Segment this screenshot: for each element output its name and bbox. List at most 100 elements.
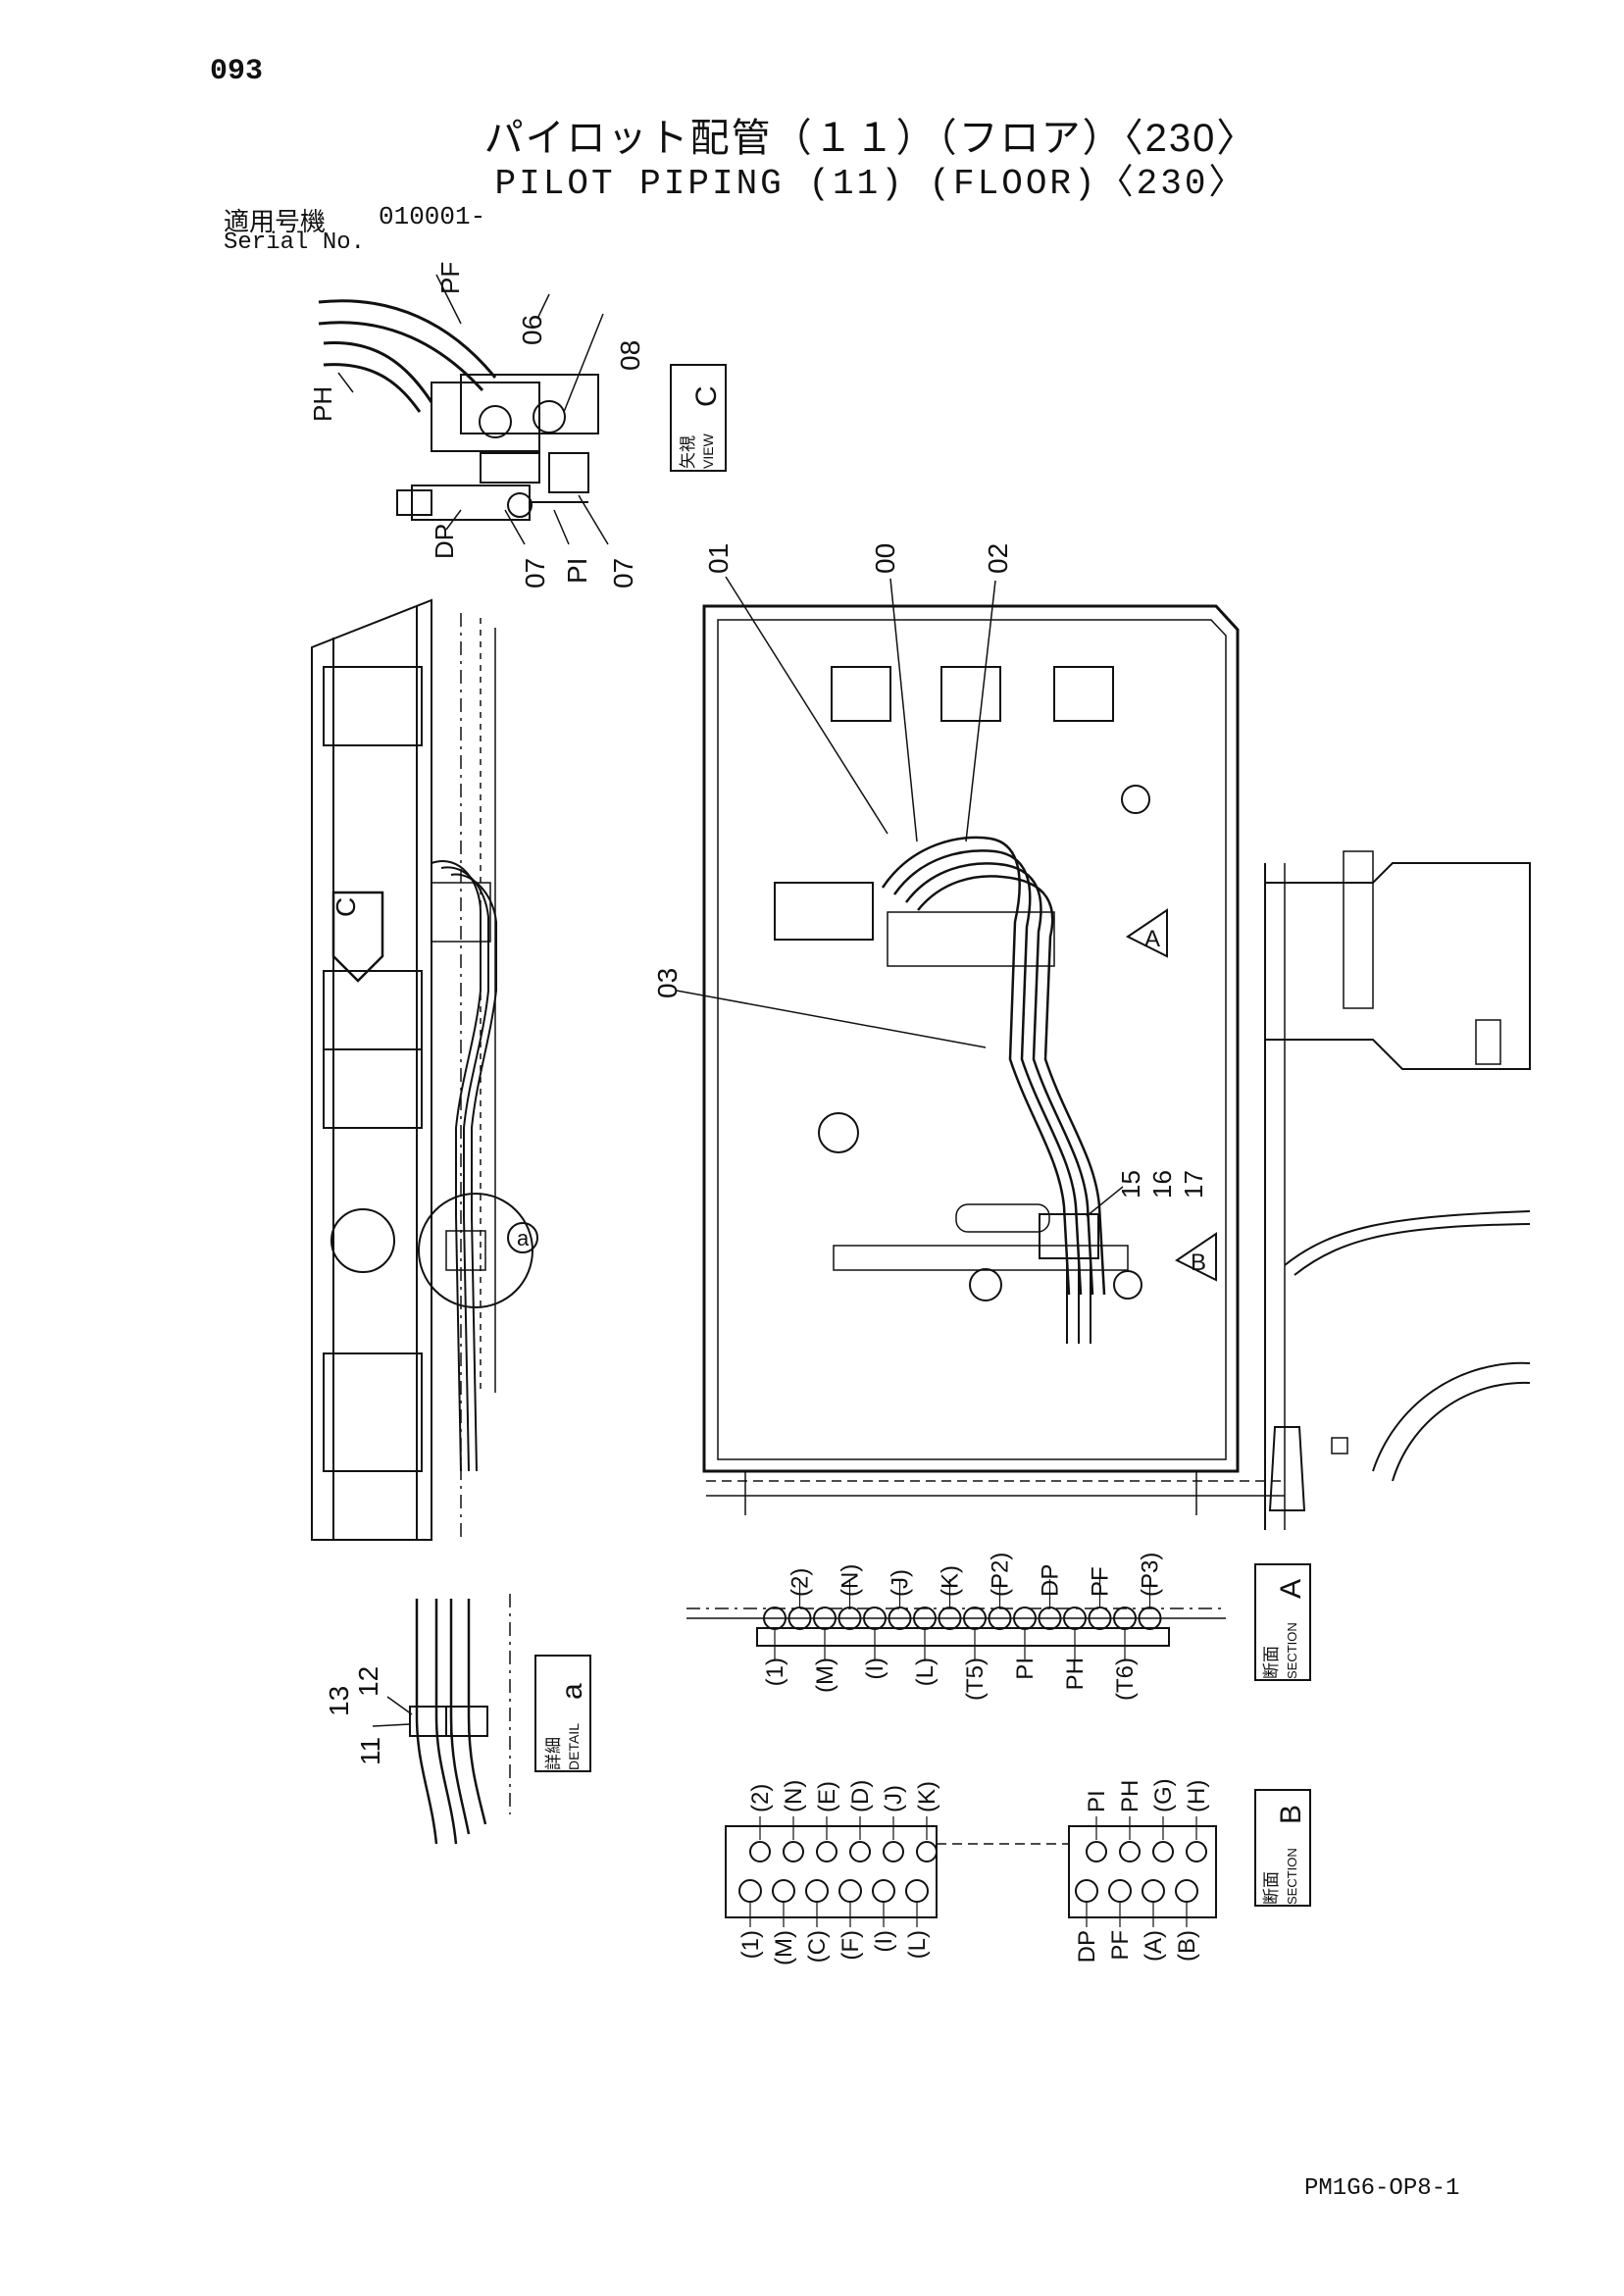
section-a-port xyxy=(913,1607,937,1630)
callout-11: 11 xyxy=(355,1737,385,1765)
arrow-marker-a: A xyxy=(1144,926,1160,952)
section-b-letter: B xyxy=(1275,1805,1307,1824)
section-a-port xyxy=(813,1607,837,1630)
detail-a-letter: a xyxy=(556,1683,588,1700)
section-b-top-label: (G) xyxy=(1150,1778,1177,1812)
section-b-port xyxy=(1119,1841,1141,1862)
detail-a-jp: 詳細 xyxy=(544,1737,563,1770)
section-b-port xyxy=(783,1841,804,1862)
section-b-bottom-label: (L) xyxy=(904,1930,931,1959)
section-a-jp: 断面 xyxy=(1262,1646,1281,1679)
callout-07-left: 07 xyxy=(520,558,550,588)
section-a-port xyxy=(1138,1607,1162,1630)
section-b-port xyxy=(849,1841,871,1862)
floor-plate: 01 00 02 03 15 16 17 A B xyxy=(652,543,1285,1515)
section-b-bottom-label: (C) xyxy=(804,1930,831,1963)
section-b-top-label: (2) xyxy=(747,1784,774,1812)
serial-value: 010001- xyxy=(379,202,486,231)
callout-08: 08 xyxy=(615,340,645,371)
section-b-port-circles xyxy=(738,1841,1207,1903)
section-a-bottom-label: PH xyxy=(1062,1658,1089,1690)
section-b-top-label: (E) xyxy=(814,1781,840,1812)
section-b-port xyxy=(883,1841,904,1862)
section-b-port xyxy=(838,1879,862,1903)
section-b-port xyxy=(905,1879,929,1903)
section-b-port xyxy=(772,1879,795,1903)
section-b-top-label: (D) xyxy=(847,1780,874,1812)
section-a-port xyxy=(988,1607,1012,1630)
section-b-port xyxy=(916,1841,938,1862)
detail-a-en: DETAIL xyxy=(566,1723,582,1770)
view-c-jp: 矢視 xyxy=(679,435,697,469)
view-c-en: VIEW xyxy=(700,433,716,469)
page-number: 093 xyxy=(210,55,264,88)
serial-label-en: Serial No. xyxy=(224,230,366,256)
section-a-bottom-label: PI xyxy=(1012,1658,1039,1680)
section-b-top-label: (N) xyxy=(781,1780,807,1812)
section-b-bottom-label: DP xyxy=(1074,1930,1100,1963)
section-b-port xyxy=(1142,1879,1165,1903)
section-b-port xyxy=(1186,1841,1207,1862)
side-marker-c: C xyxy=(330,897,361,917)
section-a-bottom-label: (I) xyxy=(862,1658,888,1680)
section-b-port xyxy=(805,1879,829,1903)
section-b-top-label: PH xyxy=(1117,1780,1143,1812)
section-b-bottom-label: (1) xyxy=(737,1930,764,1959)
ph-line-label: PH xyxy=(308,386,337,422)
section-b-port xyxy=(738,1879,762,1903)
section-b-port xyxy=(1175,1879,1198,1903)
section-a-port xyxy=(1113,1607,1137,1630)
callout-02: 02 xyxy=(983,543,1013,574)
section-b-port xyxy=(1075,1879,1098,1903)
section-a-letter: A xyxy=(1275,1579,1307,1599)
section-b-port xyxy=(1086,1841,1107,1862)
right-structure xyxy=(1264,850,1531,1530)
section-b-bottom-label: (I) xyxy=(871,1930,897,1953)
section-a-port xyxy=(1013,1607,1037,1630)
callout-15: 15 xyxy=(1116,1170,1145,1199)
section-a-bottom-label: (T5) xyxy=(962,1658,989,1701)
section-b-port xyxy=(1152,1841,1174,1862)
section-b-port xyxy=(816,1841,837,1862)
view-c-letter: C xyxy=(690,385,723,407)
section-b-bottom-label: (M) xyxy=(771,1930,797,1965)
callout-13: 13 xyxy=(324,1686,354,1716)
arrow-marker-b: B xyxy=(1191,1250,1206,1276)
callout-17: 17 xyxy=(1179,1170,1208,1199)
document-id: PM1G6-OP8-1 xyxy=(1304,2175,1460,2202)
dp-line-label: DP xyxy=(430,524,459,559)
section-a-port xyxy=(938,1607,962,1630)
page-title-en: PILOT PIPING (11) (FLOOR)〈230〉 xyxy=(494,164,1247,204)
section-a-bottom-label: (T6) xyxy=(1112,1658,1139,1701)
section-b-top-label: (J) xyxy=(881,1785,907,1812)
detail-a: 13 12 11 詳細 DETAIL a xyxy=(324,1594,591,1845)
callout-03: 03 xyxy=(652,968,683,998)
section-b-bottom-label: PF xyxy=(1107,1930,1134,1961)
section-b-port xyxy=(1108,1879,1132,1903)
section-a-en: SECTION xyxy=(1285,1622,1299,1679)
side-view: C a xyxy=(311,598,538,1541)
section-a-bottom-label: (1) xyxy=(762,1658,788,1686)
callout-00: 00 xyxy=(870,543,900,574)
section-b-bottom-label: (B) xyxy=(1174,1930,1200,1962)
section-a-port xyxy=(763,1607,787,1630)
pf-line-label: PF xyxy=(435,262,465,294)
section-b-bottom-label: (F) xyxy=(837,1930,864,1961)
section-b-top-label: (K) xyxy=(914,1781,940,1812)
section-a-port xyxy=(837,1607,862,1630)
serial-label-jp: 適用号機 xyxy=(224,207,327,236)
section-a-port xyxy=(888,1607,912,1630)
section-a-port xyxy=(1088,1607,1112,1630)
section-a-port xyxy=(787,1607,812,1630)
section-b-en: SECTION xyxy=(1285,1848,1299,1905)
view-c-detail: PF PH DP 06 08 07 PI 07 矢視 VIEW C xyxy=(308,262,727,588)
section-a-port xyxy=(1063,1607,1087,1630)
callout-06: 06 xyxy=(517,315,547,345)
callout-pi: PI xyxy=(562,558,592,584)
page-title-jp: パイロット配管（１１）（フロア）〈230〉 xyxy=(483,117,1258,160)
callout-01: 01 xyxy=(703,543,734,574)
